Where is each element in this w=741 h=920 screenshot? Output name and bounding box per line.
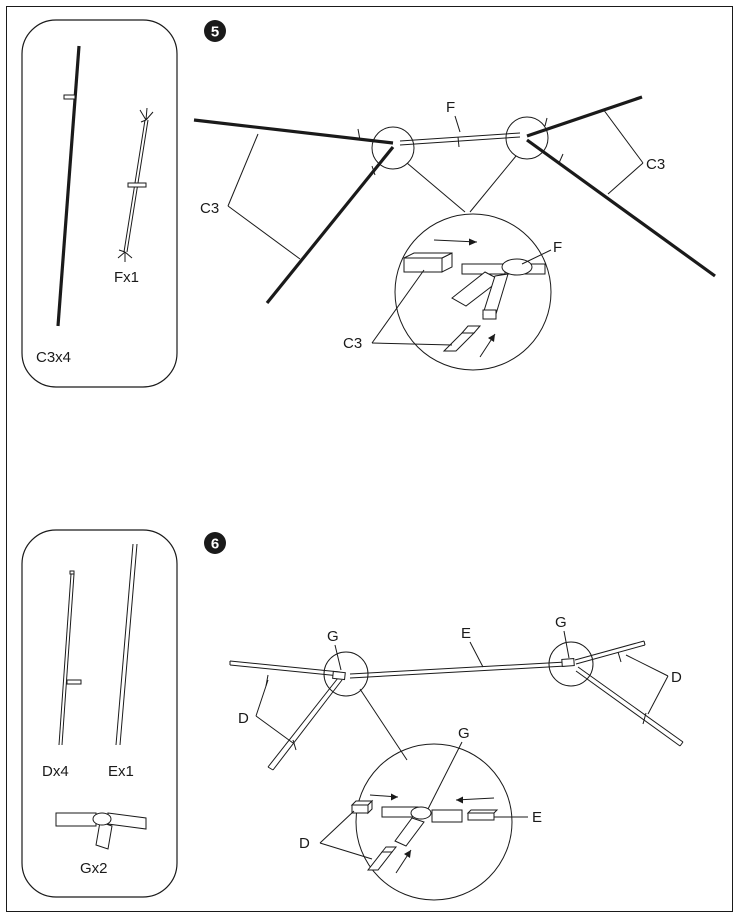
step5-detail-circle	[394, 213, 552, 371]
page-frame	[6, 6, 733, 912]
d-tube-right-bottom	[575, 666, 684, 747]
step6-badge	[204, 532, 226, 554]
joint-circle-right	[505, 116, 549, 160]
part-c3-pole	[56, 45, 81, 327]
label-g-right: G	[555, 614, 567, 631]
step6-parts-panel	[21, 529, 178, 898]
detail-f-connector	[451, 258, 546, 320]
detail-d-tube-bottom	[366, 846, 398, 871]
part-e-pole	[115, 543, 138, 746]
label-d-qty: Dx4	[42, 763, 69, 780]
label-c3-left: C3	[200, 200, 219, 217]
step6-detail-circle	[355, 743, 513, 901]
label-f-detail: F	[553, 239, 562, 256]
label-g-detail: G	[458, 725, 470, 742]
part-d-pole	[58, 570, 82, 746]
detail-d-tube-left	[350, 799, 374, 815]
detail-c3-tube-bottom	[442, 325, 482, 352]
step5-badge	[204, 20, 226, 42]
detail-g-connector	[381, 806, 463, 847]
label-f-top: F	[446, 99, 455, 116]
step5-number: 5	[211, 24, 219, 41]
e-center-tube	[349, 661, 567, 679]
label-d-detail: D	[299, 835, 310, 852]
joint-circle-right-6	[548, 641, 594, 687]
step5-parts-panel	[21, 19, 178, 388]
joint-circle-left-6	[323, 651, 369, 697]
label-e-detail: E	[532, 809, 542, 826]
c3-pole-left-bottom	[265, 145, 395, 305]
label-e-top: E	[461, 625, 471, 642]
step6-number: 6	[211, 536, 219, 553]
label-g-left: G	[327, 628, 339, 645]
d-tube-left-bottom	[267, 677, 343, 771]
part-c3-bracket	[63, 94, 76, 100]
label-d-right: D	[671, 669, 682, 686]
detail-e-tube-right	[466, 809, 499, 821]
f-center-tube	[399, 132, 521, 146]
label-d-left: D	[238, 710, 249, 727]
d-tube-right-top	[574, 640, 646, 665]
label-c3-detail: C3	[343, 335, 362, 352]
step-6: Dx4 Ex1 Gx2 6	[21, 529, 684, 901]
part-f-pole	[117, 107, 154, 262]
label-g-qty: Gx2	[80, 860, 108, 877]
label-f-qty: Fx1	[114, 269, 139, 286]
label-c3-qty: C3x4	[36, 349, 71, 366]
step-5: Fx1 C3x4 5 F C3 C	[21, 19, 716, 388]
c3-pole-right-bottom	[526, 138, 716, 278]
part-g-connector	[55, 812, 147, 850]
c3-pole-left-top	[193, 118, 394, 145]
label-c3-right: C3	[646, 156, 665, 173]
c3-pole-right-top	[526, 95, 643, 138]
label-e-qty: Ex1	[108, 763, 134, 780]
detail-c3-tube-left	[403, 252, 453, 273]
joint-circle-left	[371, 126, 415, 170]
d-tube-left-top	[229, 660, 341, 677]
